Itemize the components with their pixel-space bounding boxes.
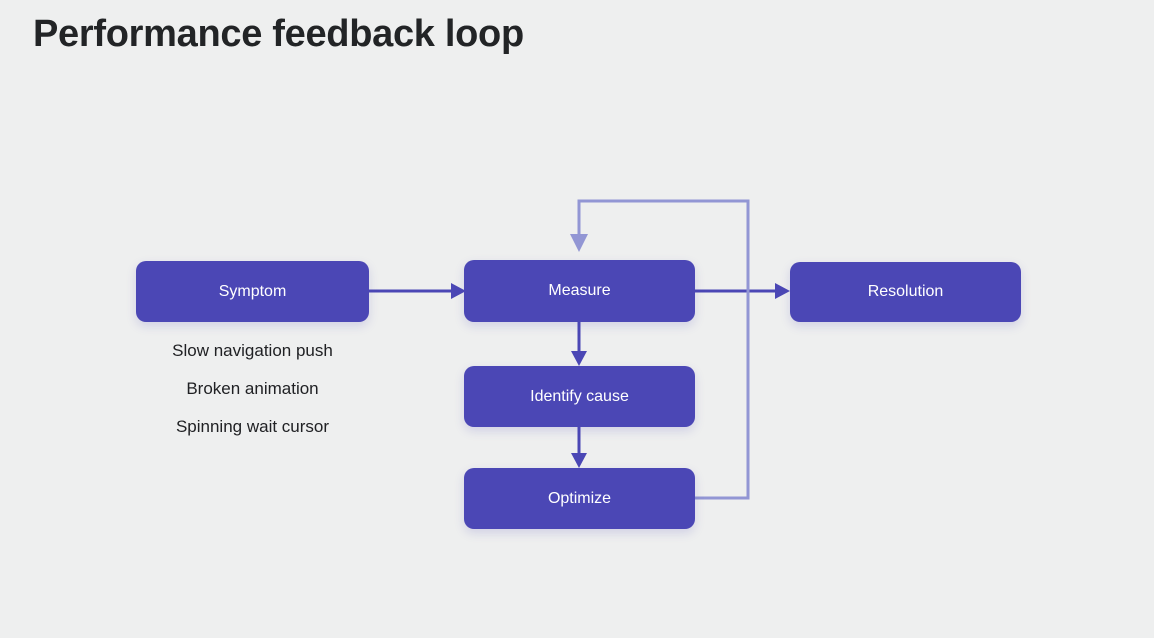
edge-symptom-to-measure xyxy=(369,283,466,299)
node-identify-cause[interactable]: Identify cause xyxy=(464,366,695,427)
symptom-example-item: Slow navigation push xyxy=(172,341,333,360)
edge-measure-to-resolution xyxy=(695,283,790,299)
symptom-example-item: Spinning wait cursor xyxy=(175,417,330,436)
node-resolution[interactable]: Resolution xyxy=(790,262,1021,322)
node-identify-cause-label: Identify cause xyxy=(530,387,629,405)
symptom-example-item: Broken animation xyxy=(186,379,319,398)
node-measure[interactable]: Measure xyxy=(464,260,695,322)
node-symptom[interactable]: Symptom xyxy=(136,261,369,322)
edge-identify-to-optimize xyxy=(571,427,587,468)
symptom-examples-list: Slow navigation push Broken animation Sp… xyxy=(136,337,369,451)
node-optimize-label: Optimize xyxy=(547,489,612,507)
edge-measure-to-identify xyxy=(571,322,587,366)
node-symptom-label: Symptom xyxy=(218,282,287,300)
edge-optimize-to-measure-feedback xyxy=(570,199,750,500)
page-title: Performance feedback loop xyxy=(33,13,524,55)
node-optimize[interactable]: Optimize xyxy=(464,468,695,529)
node-measure-label: Measure xyxy=(548,282,611,300)
node-resolution-label: Resolution xyxy=(867,283,944,301)
